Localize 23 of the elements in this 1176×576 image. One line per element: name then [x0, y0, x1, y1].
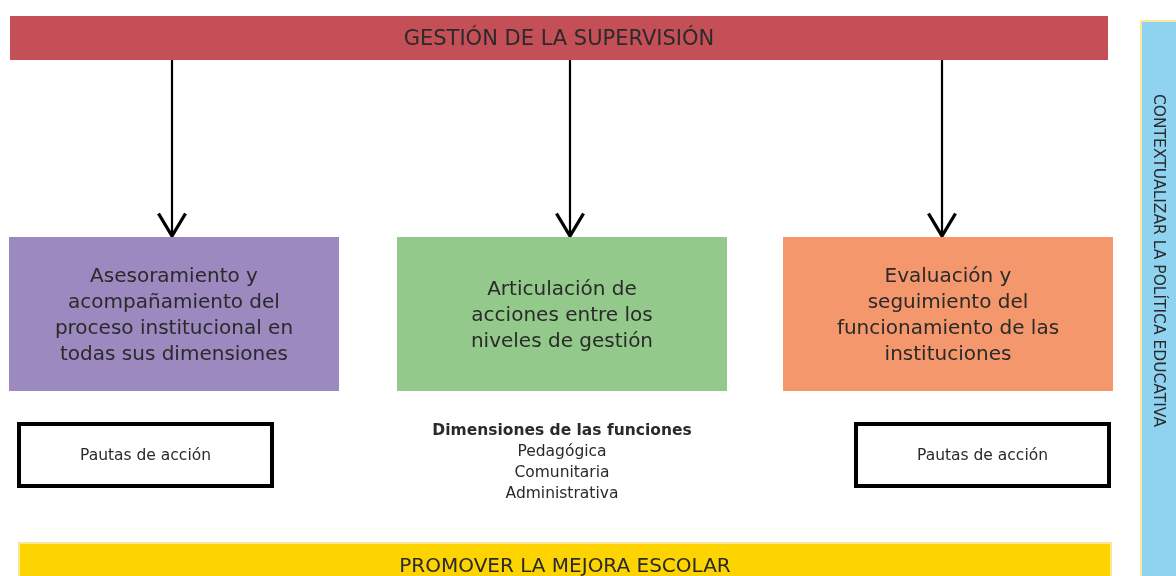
heading-text: Dimensiones de las funciones: [431, 420, 693, 441]
side-bar: [1140, 20, 1176, 576]
process-box: [783, 237, 1113, 391]
header-bar: [10, 16, 1108, 60]
node-text: CONTEXTUALIZAR LA POLÍTICA EDUCATIVA: [1150, 94, 1168, 427]
node-text: Articulación de acciones entre los niveles de gestión: [469, 275, 655, 353]
process-box: [397, 237, 727, 391]
action-box: [854, 422, 1111, 488]
node-text: GESTIÓN DE LA SUPERVISIÓN: [403, 26, 715, 50]
action-box: [17, 422, 274, 488]
node-text: Asesoramiento y acompañamiento del proceso institucional en todas sus dimensiones: [53, 262, 295, 366]
arrow: [554, 60, 586, 238]
list-item: Administrativa: [504, 483, 620, 504]
node-text: Pautas de acción: [917, 446, 1048, 464]
arrow: [156, 60, 188, 238]
node-text: Pautas de acción: [80, 446, 211, 464]
process-box: [9, 237, 339, 391]
list-item: Comunitaria: [513, 462, 611, 483]
node-text: Evaluación y seguimiento del funcionamiento de las instituciones: [835, 262, 1061, 366]
list-item: Pedagógica: [516, 441, 608, 462]
footer-bar: [18, 542, 1112, 576]
arrow: [926, 60, 958, 238]
node-text: PROMOVER LA MEJORA ESCOLAR: [399, 553, 731, 576]
